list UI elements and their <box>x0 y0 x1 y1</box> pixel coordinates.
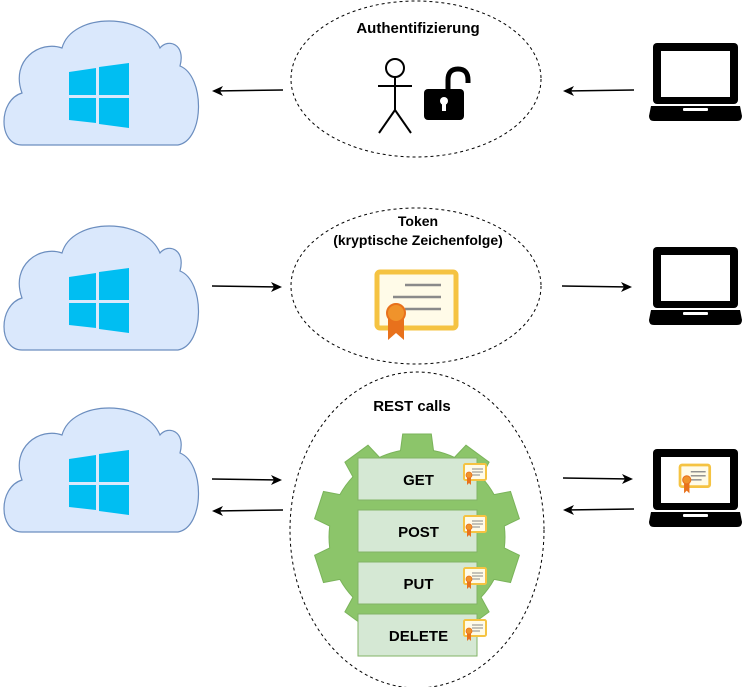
method-delete: DELETE <box>357 613 487 657</box>
user-icon <box>378 58 412 134</box>
arrow-left <box>212 506 284 516</box>
row-authentication: Authentifizierung <box>3 0 742 158</box>
windows-cloud-icon <box>3 20 200 146</box>
method-label: GET <box>403 472 434 489</box>
method-box <box>357 561 478 605</box>
laptop-with-certificate-icon <box>649 449 742 527</box>
laptop-icon <box>649 247 742 325</box>
arrow-left <box>212 86 284 96</box>
authentication-ellipse <box>290 0 542 158</box>
arrow-right <box>561 282 632 292</box>
method-box <box>357 509 478 553</box>
row-rest-calls: REST calls GET POST PUT DELETE <box>3 371 742 687</box>
windows-cloud-icon <box>3 225 200 351</box>
method-put: PUT <box>357 561 487 605</box>
arrow-right <box>211 282 282 292</box>
arrow-left <box>563 86 635 96</box>
step-title-rest-calls: REST calls <box>373 398 451 415</box>
method-box <box>357 613 478 657</box>
row-token: Token (kryptische Zeichenfolge) <box>3 207 742 365</box>
arrow-left <box>563 505 635 515</box>
method-box <box>357 457 478 501</box>
certificate-icon <box>374 269 459 340</box>
laptop-icon <box>649 43 742 121</box>
method-label: DELETE <box>389 628 448 645</box>
arrow-right <box>562 474 633 484</box>
method-label: POST <box>398 524 439 541</box>
method-label: PUT <box>404 576 434 593</box>
method-get: GET <box>357 457 487 501</box>
step-title-authentication: Authentifizierung <box>356 20 479 37</box>
windows-cloud-icon <box>3 407 200 533</box>
arrow-right <box>211 475 282 485</box>
step-subtitle-token: (kryptische Zeichenfolge) <box>333 232 503 248</box>
unlocked-padlock-icon <box>424 66 471 120</box>
step-title-token: Token <box>398 213 438 229</box>
http-methods-list: GET POST PUT DELETE <box>357 457 487 657</box>
method-post: POST <box>357 509 487 553</box>
